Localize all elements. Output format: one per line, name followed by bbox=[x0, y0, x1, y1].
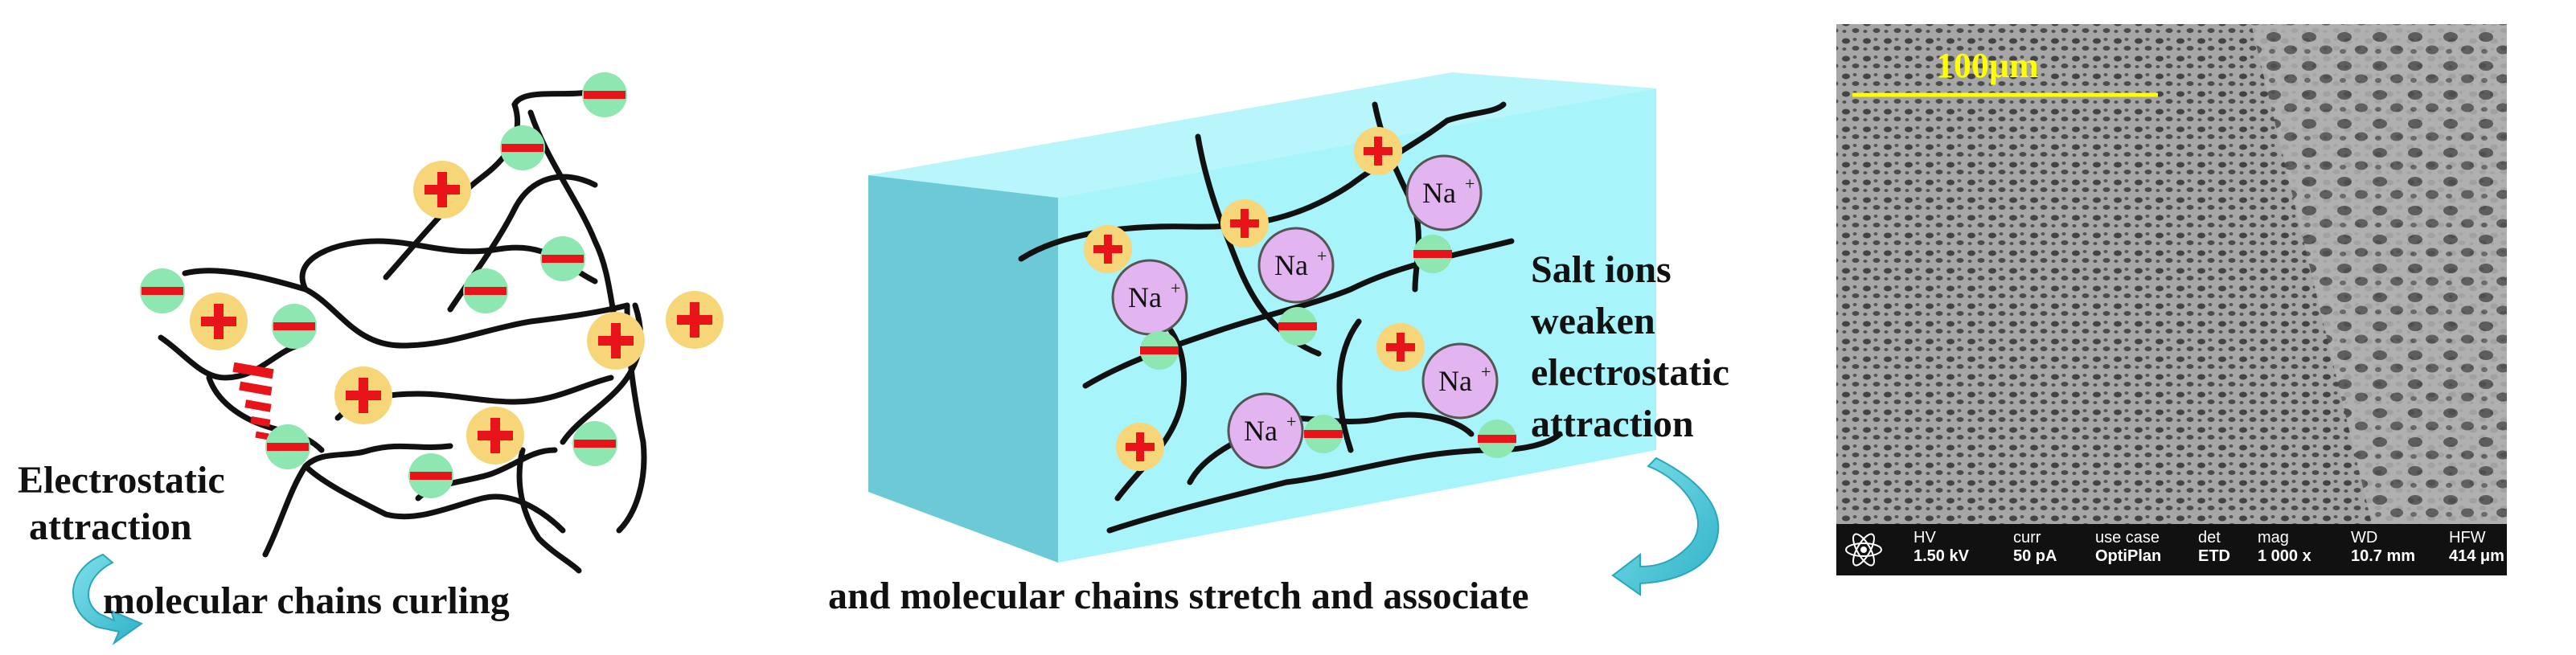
negative-charges-middle bbox=[1140, 235, 1516, 458]
negative-charge bbox=[1478, 420, 1516, 458]
svg-text:Na: Na bbox=[1274, 249, 1308, 281]
svg-text:+: + bbox=[1465, 174, 1475, 194]
electrostatic-attraction-label: Electrostatic attraction bbox=[18, 461, 225, 547]
curved-arrow-right-icon bbox=[1611, 456, 1720, 596]
label-line: Salt ions bbox=[1531, 248, 1672, 291]
left-panel bbox=[72, 72, 724, 645]
sem-micrograph bbox=[1836, 24, 2507, 524]
label-line: electrostatic bbox=[1531, 351, 1729, 394]
negative-charge bbox=[540, 236, 585, 281]
positive-charge bbox=[413, 161, 471, 219]
label-line: weaken bbox=[1531, 300, 1655, 342]
negative-charge bbox=[1140, 331, 1179, 370]
box-side-face bbox=[868, 175, 1058, 563]
positive-charge bbox=[587, 312, 645, 370]
svg-text:Na: Na bbox=[1128, 281, 1162, 313]
label-line: attraction bbox=[29, 506, 192, 548]
curved-arrow-left-icon bbox=[72, 553, 144, 645]
svg-text:+: + bbox=[1481, 362, 1491, 382]
svg-text:Na: Na bbox=[1438, 365, 1472, 397]
negative-charge bbox=[272, 304, 317, 349]
svg-text:Na: Na bbox=[1244, 415, 1278, 447]
middle-caption: and molecular chains stretch and associa… bbox=[828, 575, 1529, 617]
negative-charge bbox=[572, 421, 617, 466]
attraction-dashes bbox=[232, 362, 274, 440]
positive-charges-left bbox=[190, 161, 724, 465]
positive-charge bbox=[466, 407, 524, 465]
positive-charge bbox=[334, 366, 392, 424]
svg-text:+: + bbox=[1317, 246, 1327, 266]
atom-icon bbox=[1845, 533, 1882, 567]
sodium-ions: Na + Na + Na + Na + Na + bbox=[1111, 154, 1499, 469]
scale-bar-label: 100μm bbox=[1936, 46, 2039, 85]
sodium-ion: Na + bbox=[1227, 392, 1304, 469]
positive-charge bbox=[1354, 127, 1402, 175]
negative-charge bbox=[408, 453, 453, 498]
middle-panel: Na + Na + Na + Na + Na + bbox=[868, 72, 1720, 596]
positive-charge bbox=[1220, 199, 1269, 248]
box-top-face bbox=[868, 72, 1656, 198]
positive-charge bbox=[666, 291, 724, 349]
salt-ions-label: Salt ions weaken electrostatic attractio… bbox=[1531, 244, 1729, 450]
svg-text:Na: Na bbox=[1422, 177, 1456, 209]
positive-charge bbox=[1376, 323, 1425, 371]
negative-charge bbox=[1304, 415, 1343, 453]
sodium-ion: Na + bbox=[1111, 259, 1188, 336]
label-line: Electrostatic bbox=[18, 459, 225, 501]
negative-charge bbox=[140, 268, 185, 313]
positive-charge bbox=[190, 293, 248, 350]
sodium-ion: Na + bbox=[1421, 342, 1499, 420]
svg-text:+: + bbox=[1286, 411, 1296, 432]
label-line: attraction bbox=[1531, 403, 1694, 445]
positive-charge bbox=[1116, 423, 1164, 471]
negative-charge bbox=[463, 268, 508, 313]
left-caption: molecular chains curling bbox=[103, 579, 510, 622]
positive-charges-middle bbox=[1084, 127, 1425, 471]
negative-charge bbox=[1413, 235, 1452, 273]
negative-charge bbox=[265, 424, 310, 469]
sodium-ion: Na + bbox=[1405, 154, 1483, 231]
svg-text:+: + bbox=[1171, 278, 1180, 298]
negative-charge bbox=[1278, 307, 1317, 346]
sodium-ion: Na + bbox=[1257, 227, 1335, 304]
positive-charge bbox=[1084, 225, 1132, 273]
negative-charges-left bbox=[140, 72, 627, 498]
negative-charge bbox=[500, 125, 545, 170]
negative-charge bbox=[582, 72, 627, 117]
